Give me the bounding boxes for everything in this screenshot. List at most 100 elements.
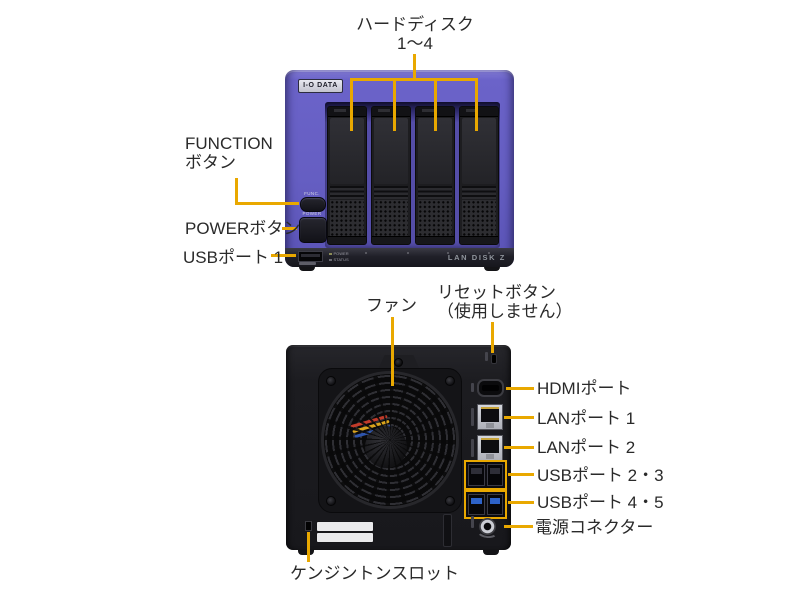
callout-hard-disks: ハードディスク 1〜4 bbox=[356, 15, 474, 54]
callout-line-function-v bbox=[235, 178, 238, 205]
callout-line-fan bbox=[391, 317, 394, 386]
bay-latch bbox=[328, 107, 366, 117]
lan-opening bbox=[481, 438, 499, 453]
bay-handle bbox=[372, 236, 410, 244]
drive-bay-recess bbox=[325, 102, 500, 248]
drive-bay-4 bbox=[459, 106, 499, 245]
bay-handle bbox=[416, 236, 454, 244]
bay-slats bbox=[374, 186, 408, 199]
callout-lan-port-2: LANポート 2 bbox=[537, 438, 636, 457]
callout-line-usb45 bbox=[508, 501, 534, 504]
front-status-strip: POWER STATUS LAN DISK Z bbox=[285, 248, 514, 267]
dc-in-marking bbox=[471, 516, 474, 528]
hdd2-led bbox=[407, 252, 409, 254]
callout-line-hdd-3 bbox=[434, 78, 437, 131]
fan-frame bbox=[318, 368, 462, 513]
power-led-label: POWER bbox=[329, 251, 349, 256]
function-button bbox=[300, 197, 326, 212]
usb-tongue bbox=[301, 253, 320, 257]
lan-opening bbox=[481, 407, 499, 422]
screw bbox=[326, 376, 336, 386]
callout-usb-ports-2-3: USBポート 2・3 bbox=[537, 466, 664, 485]
lan2-marking bbox=[471, 439, 474, 457]
callout-reset-button: リセットボタン （使用しません） bbox=[437, 283, 573, 322]
label-sticker-top bbox=[317, 522, 373, 531]
callout-line-hdd-stem bbox=[413, 54, 416, 81]
screw bbox=[394, 358, 403, 367]
screw bbox=[326, 496, 336, 506]
bay-handle bbox=[328, 236, 366, 244]
callout-line-hdd-bracket bbox=[350, 78, 478, 81]
nas-rear-panel bbox=[286, 345, 511, 550]
bay-latch bbox=[460, 107, 498, 117]
bay-vent-grille bbox=[418, 200, 452, 236]
rear-bracket bbox=[443, 514, 452, 547]
bay-latch bbox=[372, 107, 410, 117]
power-button bbox=[299, 217, 327, 243]
callout-line-hdd-2 bbox=[393, 78, 396, 131]
front-foot-right bbox=[484, 267, 500, 271]
drive-bay-1 bbox=[327, 106, 367, 245]
usb-tongue bbox=[489, 467, 500, 474]
rear-foot-right bbox=[483, 550, 499, 555]
label-sticker-bottom bbox=[317, 533, 373, 542]
reset-button-hole bbox=[491, 354, 497, 364]
bay-slats bbox=[462, 186, 496, 199]
lan-notch bbox=[486, 423, 494, 428]
callout-line-hdmi bbox=[506, 387, 534, 390]
usb-ports-2-3-highlight bbox=[464, 460, 507, 490]
bay-face bbox=[462, 118, 496, 184]
callout-usb-ports-4-5: USBポート 4・5 bbox=[537, 493, 664, 512]
usb-speed-marking bbox=[299, 262, 316, 265]
status-led-label: STATUS bbox=[329, 257, 349, 262]
callout-line-lan2 bbox=[504, 446, 534, 449]
usb-port-1 bbox=[298, 251, 323, 262]
usb-tongue bbox=[489, 497, 500, 504]
bay-slats bbox=[418, 186, 452, 199]
lan-port-1 bbox=[477, 404, 503, 430]
fan bbox=[321, 371, 459, 509]
callout-line-lan1 bbox=[504, 416, 534, 419]
bay-vent-grille bbox=[374, 200, 408, 236]
drive-bay-2 bbox=[371, 106, 411, 245]
bay-face bbox=[330, 118, 364, 184]
power-led bbox=[329, 252, 332, 255]
landisk-z-logo: LAN DISK Z bbox=[447, 253, 506, 262]
lan1-marking bbox=[471, 408, 474, 426]
callout-power-button: POWERボタン bbox=[185, 219, 301, 238]
fan-grille bbox=[324, 374, 456, 506]
callout-lan-port-1: LANポート 1 bbox=[537, 409, 636, 428]
hdd3-led bbox=[447, 252, 449, 254]
usb-port-4 bbox=[468, 494, 485, 515]
io-data-logo: I-O DATA bbox=[298, 79, 343, 93]
power-connector bbox=[479, 518, 496, 535]
callout-line-hdd-4 bbox=[475, 78, 478, 131]
power-button-marking: POWER bbox=[302, 211, 322, 216]
callout-line-power-connector bbox=[504, 525, 533, 528]
callout-line-hdd-1 bbox=[350, 78, 353, 131]
screw bbox=[445, 496, 455, 506]
callout-line-usb1 bbox=[271, 254, 296, 257]
screw bbox=[445, 376, 455, 386]
usb-tongue bbox=[471, 497, 482, 504]
lan-notch bbox=[486, 454, 494, 459]
kensington-slot bbox=[305, 521, 312, 531]
reset-marking bbox=[485, 352, 488, 361]
callout-line-usb23 bbox=[508, 473, 534, 476]
usb-port-2 bbox=[468, 464, 485, 486]
hdmi-port bbox=[477, 379, 504, 397]
front-foot-left bbox=[299, 267, 315, 271]
callout-usb-port-1: USBポート 1 bbox=[183, 248, 284, 267]
callout-function-button: FUNCTION ボタン bbox=[185, 134, 273, 173]
callout-kensington-slot: ケンジントンスロット bbox=[290, 564, 460, 583]
status-led bbox=[329, 258, 332, 261]
hdd1-led bbox=[365, 252, 367, 254]
bay-vent-grille bbox=[462, 200, 496, 236]
lan-port-2 bbox=[477, 435, 503, 461]
func-button-marking: FUNC. bbox=[304, 191, 320, 196]
callout-line-power bbox=[282, 227, 297, 230]
bay-slats bbox=[330, 186, 364, 199]
hdmi-opening bbox=[482, 385, 499, 391]
hdmi-marking bbox=[471, 383, 474, 392]
